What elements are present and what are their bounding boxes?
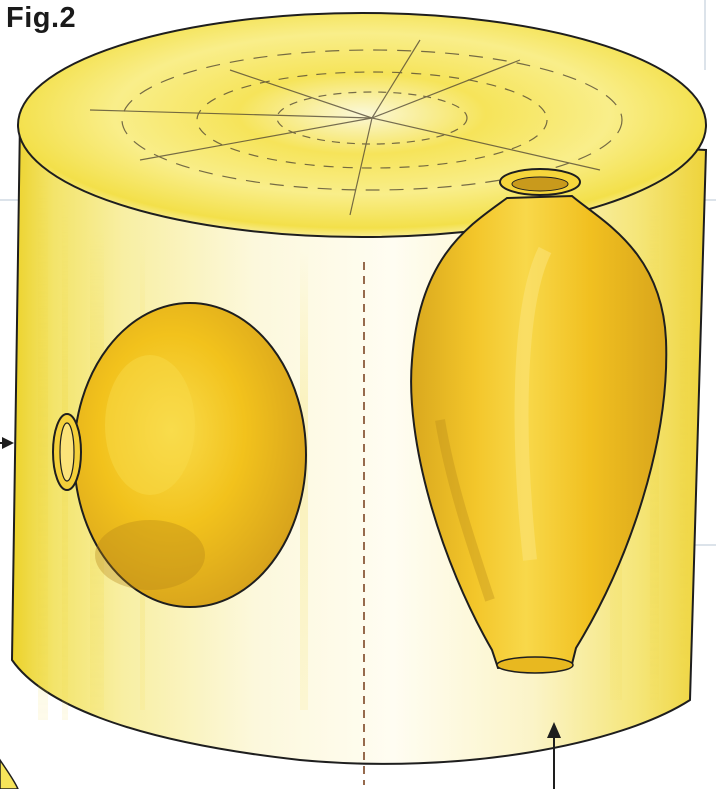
log-top: [18, 13, 706, 237]
corner-fragment: [0, 760, 18, 789]
left-arrow-icon: [0, 437, 14, 449]
